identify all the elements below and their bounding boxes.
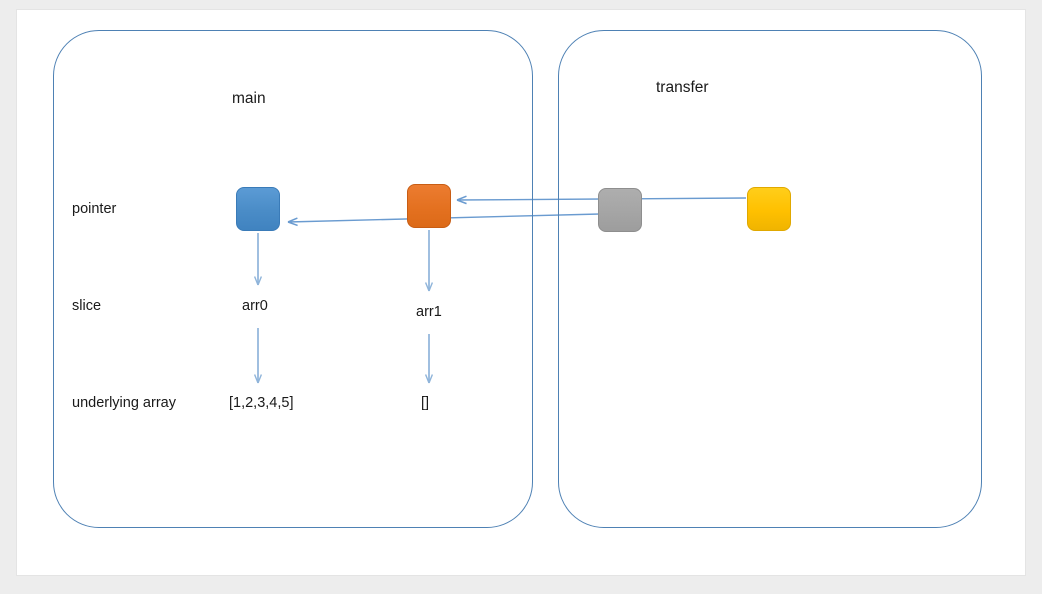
page-card (17, 10, 1025, 575)
slice-label-arr0: arr0 (242, 298, 268, 314)
node-box-yellow-transfer-pointer[interactable] (747, 187, 791, 231)
node-box-gray-transfer-pointer[interactable] (598, 188, 642, 232)
row-label-pointer: pointer (72, 201, 117, 217)
row-label-slice: slice (72, 298, 102, 314)
frame-transfer (558, 30, 982, 528)
row-label-underlying-array: underlying array (72, 395, 176, 411)
frame-main (53, 30, 533, 528)
node-box-orange-main-pointer[interactable] (407, 184, 451, 228)
frame-main-title: main (232, 90, 266, 107)
slice-label-arr1: arr1 (416, 304, 442, 320)
frame-transfer-title: transfer (656, 79, 709, 96)
underlying-array-arr1: [] (421, 395, 430, 411)
underlying-array-arr0: [1,2,3,4,5] (229, 395, 294, 411)
node-box-blue-main-pointer[interactable] (236, 187, 280, 231)
